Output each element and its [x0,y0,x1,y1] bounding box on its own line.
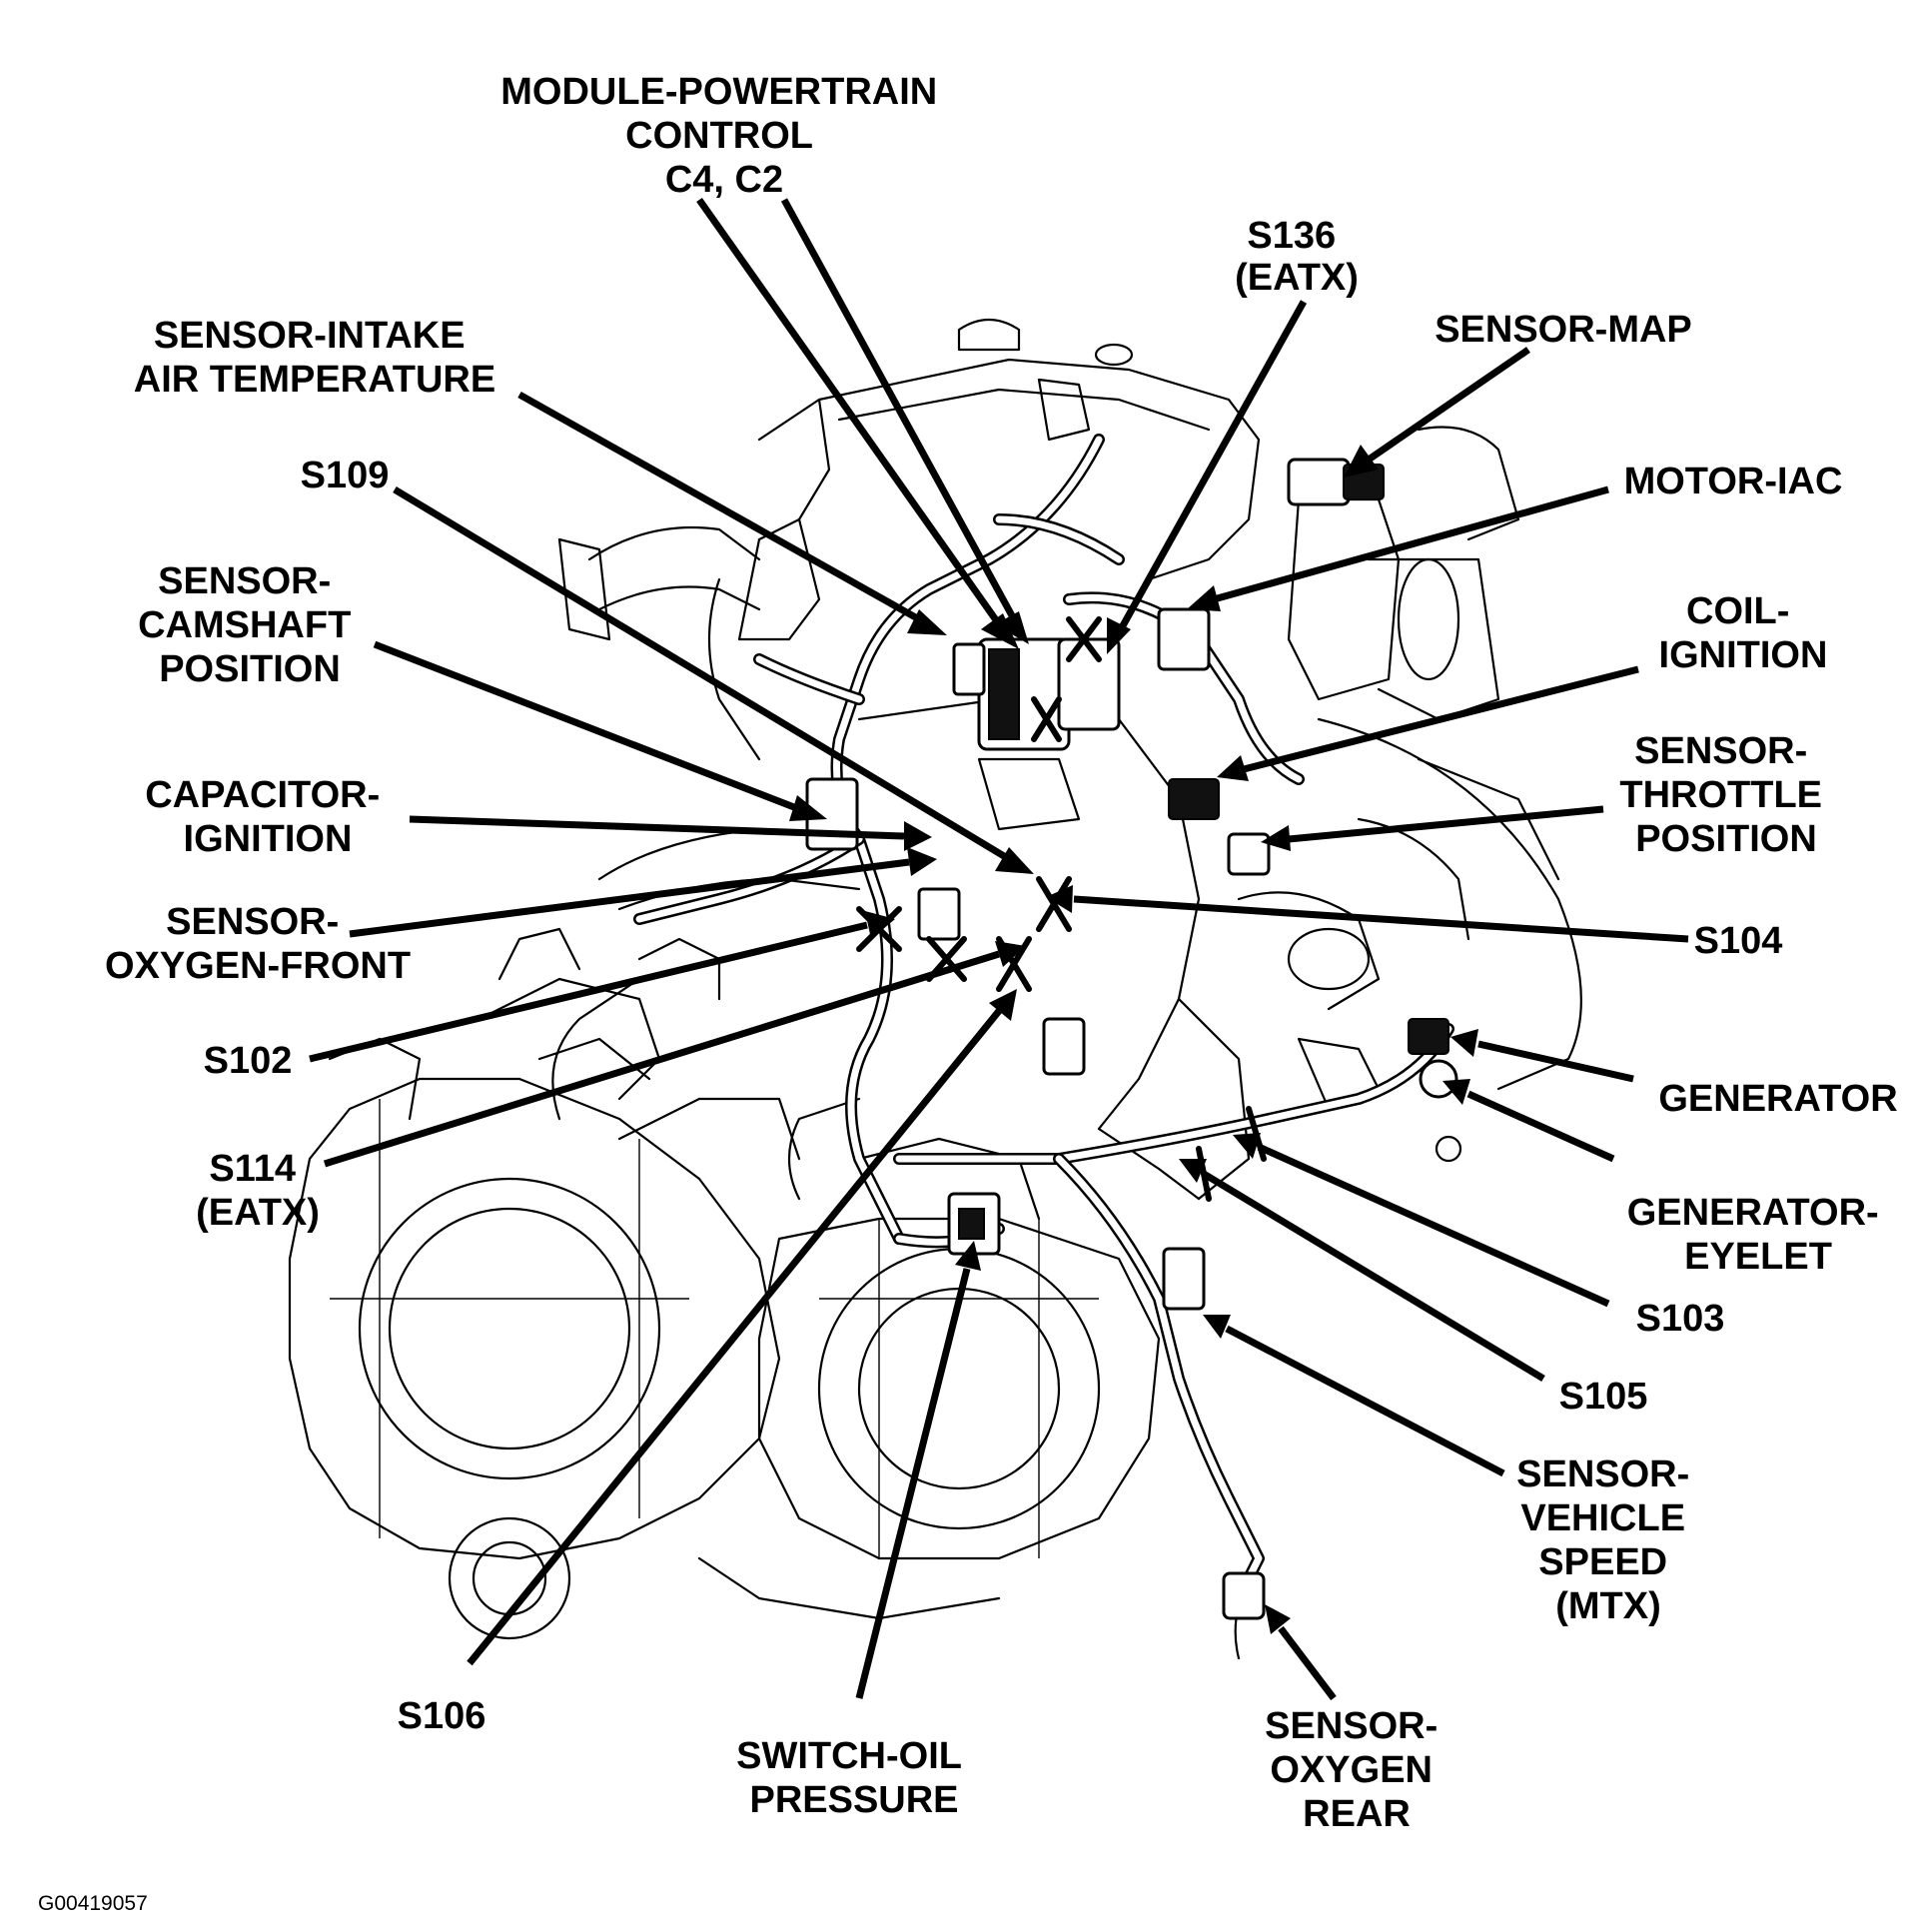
label-sensor-camshaft-position: SENSOR- CAMSHAFT POSITION [138,560,362,690]
label-s103: S103 [1636,1298,1725,1340]
label-pcm: MODULE-POWERTRAIN CONTROL C4, C2 [500,71,948,201]
label-sensor-vehicle-speed: SENSOR- VEHICLE SPEED (MTX) [1516,1453,1700,1627]
label-switch-oil-pressure: SWITCH-OIL PRESSURE [736,1735,972,1821]
label-s114: S114 (EATX) [196,1148,320,1234]
label-motor-iac: MOTOR-IAC [1624,461,1843,502]
label-s105: S105 [1559,1376,1648,1418]
engine-illustration [288,319,1582,1640]
label-capacitor-ignition: CAPACITOR- IGNITION [145,774,391,860]
label-generator: GENERATOR [1658,1078,1897,1120]
label-s104: S104 [1694,920,1783,962]
figure-id: G00419057 [38,1892,148,1915]
label-sensor-oxygen-front: SENSOR- OXYGEN-FRONT [105,901,411,987]
leader-lines [309,197,1689,1701]
label-sensor-oxygen-rear: SENSOR- OXYGEN REAR [1265,1705,1448,1835]
label-sensor-intake-air-temperature: SENSOR-INTAKE AIR TEMPERATURE [134,315,495,401]
label-s102: S102 [204,1040,293,1082]
label-s136: S136 (EATX) [1235,215,1359,299]
label-s106: S106 [398,1695,486,1737]
label-generator-eyelet: GENERATOR- EYELET [1627,1192,1890,1278]
label-sensor-map: SENSOR-MAP [1435,309,1692,351]
callout-labels: MODULE-POWERTRAIN CONTROL C4, C2 S136 (E… [38,71,1898,1915]
label-s109: S109 [301,455,390,496]
label-sensor-throttle-position: SENSOR- THROTTLE POSITION [1619,730,1832,860]
connectors [805,458,1458,1620]
label-coil-ignition: COIL- IGNITION [1659,590,1828,676]
